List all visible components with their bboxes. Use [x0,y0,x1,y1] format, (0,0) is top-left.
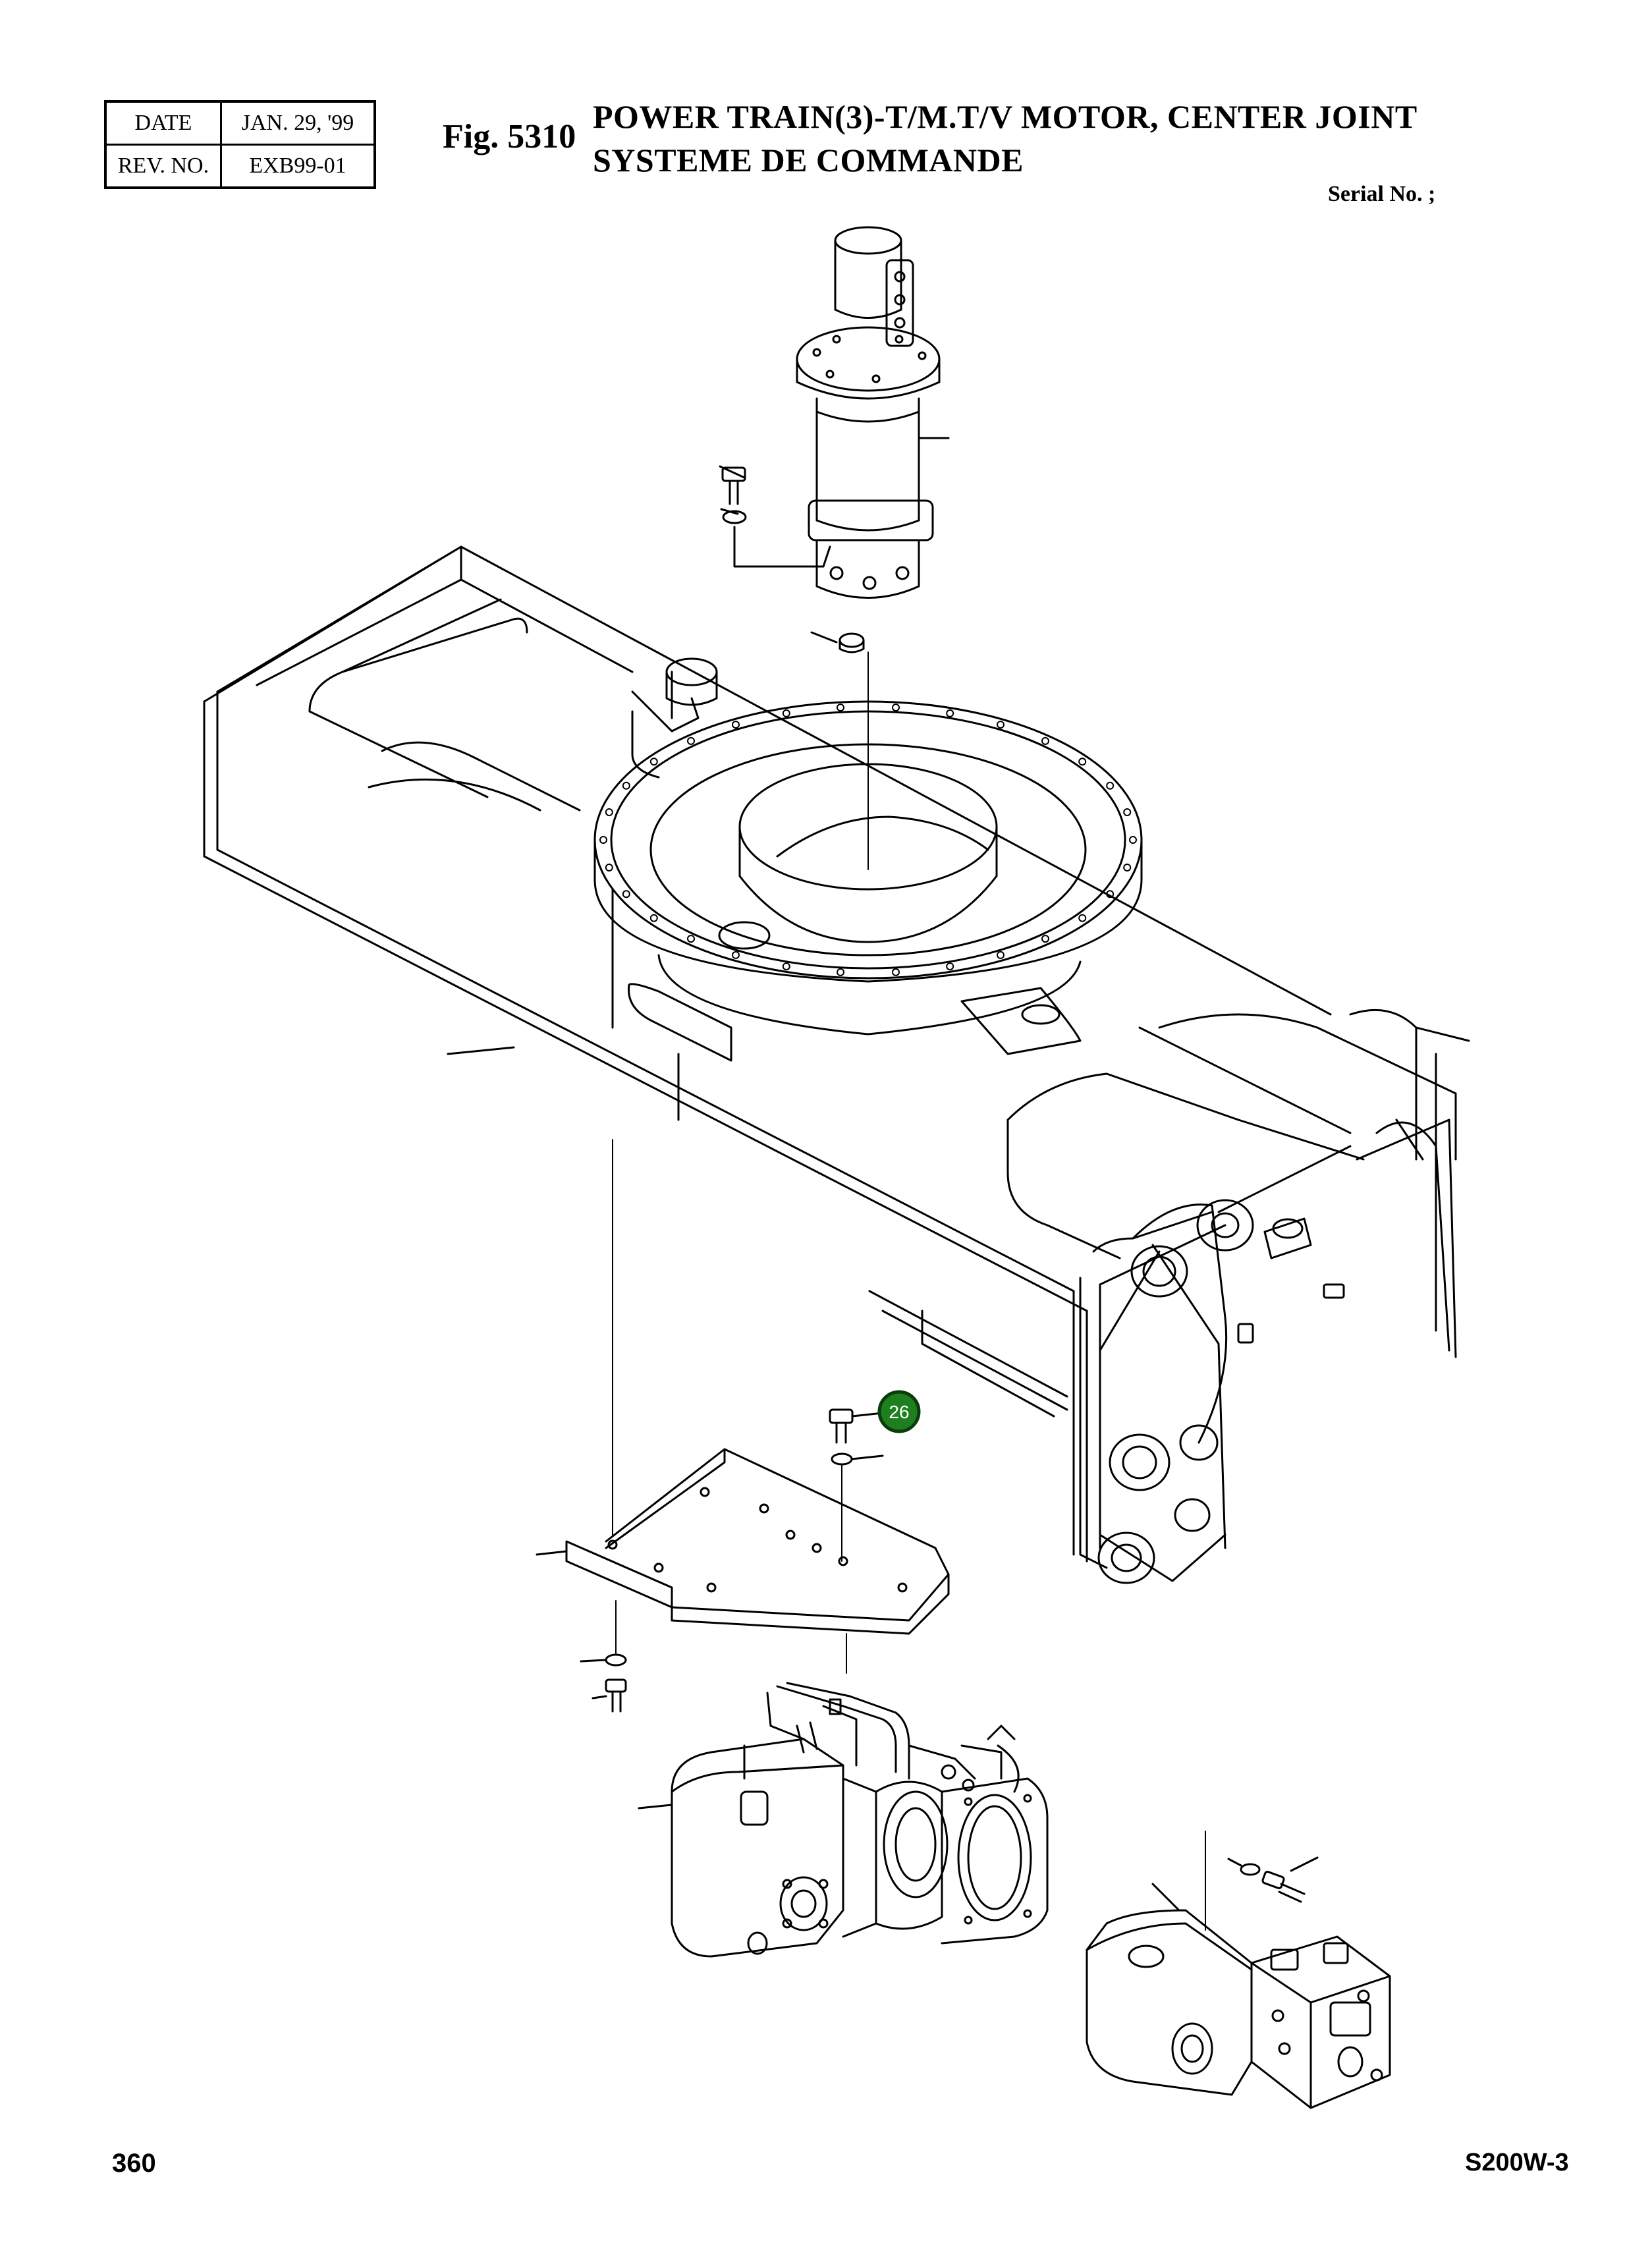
bolt-hole [687,935,695,943]
revision-table: DATE JAN. 29, '99 REV. NO. EXB99-01 [104,100,376,189]
swing-bearing [593,657,1143,1055]
bolt-hole [892,704,900,712]
bolt-hole [622,890,630,898]
callout-number: 26 [889,1402,909,1422]
bolt-washer-motor [1227,1856,1319,1903]
bolt-hole [605,808,613,816]
bolt-washer-lower [580,1139,627,1713]
bolt-hole [1041,935,1049,943]
bolt-hole [837,704,844,712]
figure-number: Fig. 5310 [443,118,576,155]
date-value: JAN. 29, '99 [220,100,376,146]
date-label: DATE [104,100,222,146]
bolt-hole [1106,890,1115,898]
page-title: POWER TRAIN(3)-T/M.T/V MOTOR, CENTER JOI… [593,98,1418,135]
mounting-plate [536,1448,950,1674]
page-number: 360 [112,2149,156,2178]
bolt-hole [1123,864,1132,871]
bolt-hole [732,951,740,959]
model-number: S200W-3 [1465,2149,1569,2176]
bolt-hole [1078,758,1087,766]
travel-motor [1086,1831,1391,2109]
bolt-hole [599,836,607,844]
bolt-hole [782,962,790,971]
bolt-hole [837,968,844,976]
bolt-hole [1106,781,1115,790]
nut-upper [810,631,869,870]
bolt-hole [1123,808,1132,816]
bolt-hole [782,709,790,717]
bolt-hole [997,721,1005,729]
center-joint [796,226,950,599]
page-subtitle: SYSTEME DE COMMANDE [593,142,1024,179]
rev-label: REV. NO. [104,144,222,189]
bolt-washer-upper [719,465,831,568]
bearing-bolt-holes [599,704,1137,976]
bolt-hole [622,781,630,790]
bolt-hole [1129,836,1137,844]
bolt-hole [605,864,613,871]
transmission [638,1682,1049,1958]
bolt-hole [946,709,954,717]
bolt-hole [649,914,658,922]
callout-26[interactable]: 26 [877,1390,921,1433]
lower-frame [203,545,1470,1562]
serial-number: Serial No. ; [1328,182,1436,206]
axle-link-bracket [1079,1119,1457,1584]
bolt-hole [1078,914,1087,922]
bolt-washer-26 [829,1408,884,1562]
bolt-hole [946,962,954,971]
bolt-hole [1041,736,1049,745]
bolt-hole [892,968,900,976]
rev-value: EXB99-01 [220,144,376,189]
bolt-hole [732,721,740,729]
bolt-hole [997,951,1005,959]
bolt-hole [649,758,658,766]
bolt-hole [687,736,695,745]
